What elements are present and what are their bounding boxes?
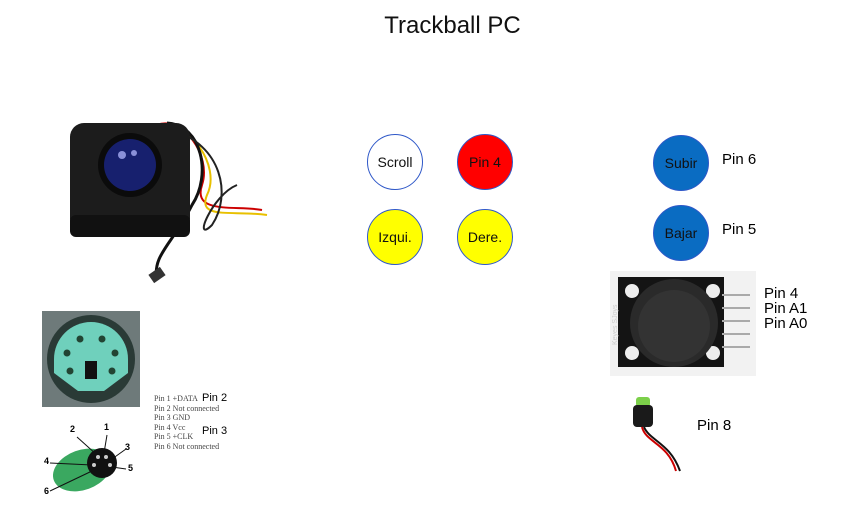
pinout-line: Pin 1 +DATA xyxy=(154,394,198,403)
left-click-button[interactable]: Izqui. xyxy=(367,209,423,265)
joystick-pin-y: Pin A1 xyxy=(764,300,808,317)
ps2-clk-pin-label: Pin 3 xyxy=(202,425,228,437)
pinout-line: Pin 5 +CLK xyxy=(154,432,194,441)
up-button[interactable]: Subir xyxy=(653,135,709,191)
joystick-pin-x: Pin A0 xyxy=(764,315,808,332)
slide-title: Trackball PC xyxy=(384,12,521,39)
pinout-line: Pin 4 Vcc xyxy=(154,422,186,432)
down-pin-label: Pin 5 xyxy=(722,221,757,238)
ps2-plug-image xyxy=(49,434,127,492)
pinout-line: Pin 6 Not connected xyxy=(154,441,220,451)
right-click-button[interactable]: Dere. xyxy=(457,209,513,265)
scroll-button[interactable]: Scroll xyxy=(367,134,423,190)
led-pin-label: Pin 8 xyxy=(697,417,732,434)
ps2-socket-image xyxy=(42,311,140,407)
connector-number-5: 5 xyxy=(128,463,134,473)
pinout-line: Pin 2 Not connected xyxy=(154,403,220,413)
led-button-image xyxy=(633,397,681,472)
joystick-image xyxy=(610,271,756,376)
joystick-pin-labels: Pin 4 Pin A1 Pin A0 xyxy=(764,286,807,331)
ps2-pinout-list: Pin 1 +DATA Pin 2 Not connected Pin 3 GN… xyxy=(154,394,219,451)
connector-number-3: 3 xyxy=(125,442,131,452)
joystick-pin-sw: Pin 4 xyxy=(764,285,799,302)
joystick-brand: Keyes SJoys xyxy=(612,304,619,345)
down-button[interactable]: Bajar xyxy=(653,205,709,261)
connector-number-4: 4 xyxy=(44,456,50,466)
connector-number-6: 6 xyxy=(44,486,50,496)
ps2-data-pin-label: Pin 2 xyxy=(202,392,228,404)
trackball-image xyxy=(70,121,268,284)
connector-number-1: 1 xyxy=(104,422,110,432)
connector-number-2: 2 xyxy=(70,424,76,434)
pinout-line: Pin 3 GND xyxy=(154,413,191,422)
pin4-button[interactable]: Pin 4 xyxy=(457,134,513,190)
up-pin-label: Pin 6 xyxy=(722,151,757,168)
